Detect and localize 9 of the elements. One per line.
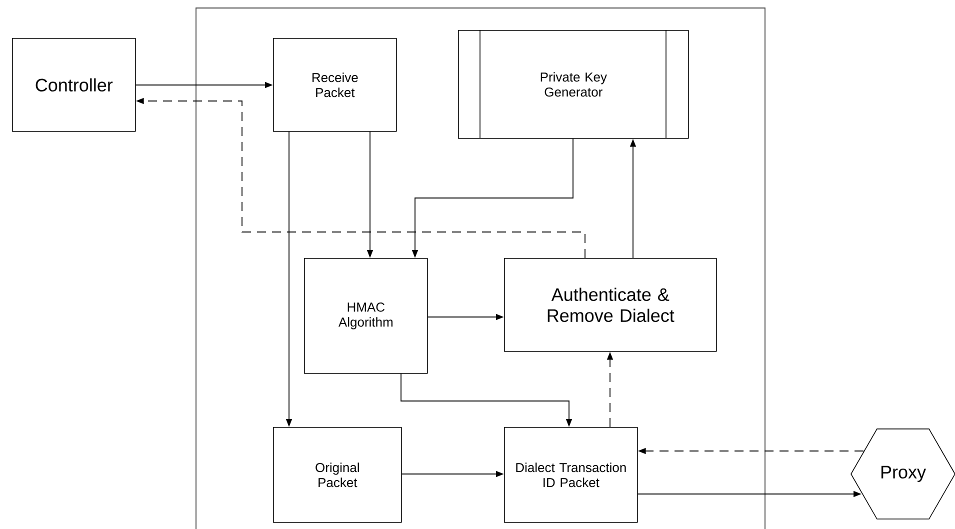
process-box: Original Packet — [273, 427, 402, 523]
process-box: Private Key Generator — [458, 30, 689, 139]
process-box: Receive Packet — [273, 38, 397, 132]
proxy-hexagon: Proxy — [850, 428, 955, 520]
process-box: Controller — [12, 38, 136, 132]
process-box: Authenticate & Remove Dialect — [504, 258, 717, 352]
process-box: HMAC Algorithm — [304, 258, 428, 374]
process-box: Dialect Transaction ID Packet — [504, 427, 638, 523]
boundary-box — [196, 8, 766, 529]
